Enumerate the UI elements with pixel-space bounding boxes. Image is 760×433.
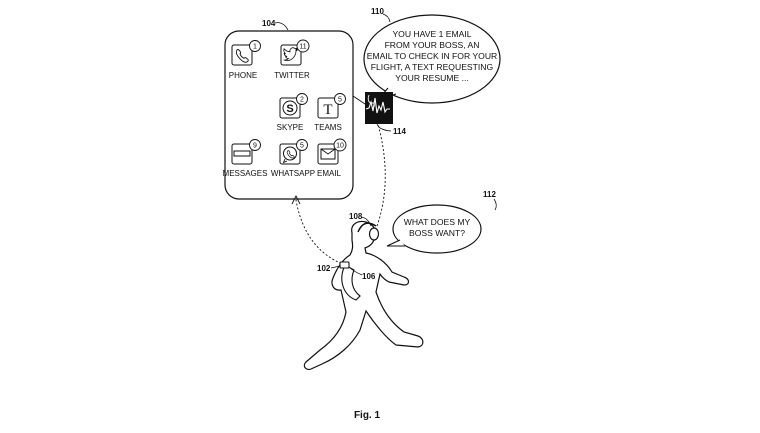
headset-band bbox=[357, 222, 377, 233]
skype-glyph: S bbox=[286, 103, 293, 115]
leader-114 bbox=[376, 123, 392, 132]
teams-badge-count: 5 bbox=[338, 97, 342, 104]
messages-badge bbox=[249, 139, 261, 151]
runner-arm bbox=[341, 264, 361, 301]
assistant-speech-line-5: YOUR RESUME ... bbox=[395, 73, 469, 83]
app-twitter: 11 TWITTER bbox=[274, 39, 310, 80]
phone-label: PHONE bbox=[229, 71, 257, 80]
leader-108 bbox=[360, 216, 372, 227]
messages-badge-count: 9 bbox=[253, 143, 257, 150]
assistant-speech-line-1: YOU HAVE 1 EMAIL bbox=[392, 29, 471, 39]
wrist-device-icon bbox=[339, 261, 350, 269]
assistant-speech-bubble bbox=[363, 14, 501, 104]
phone-tile bbox=[231, 44, 253, 66]
whatsapp-tail bbox=[282, 158, 288, 164]
whatsapp-phone-glyph bbox=[286, 150, 295, 159]
teams-icon: T bbox=[323, 102, 332, 118]
device-panel bbox=[224, 30, 354, 200]
whatsapp-icon bbox=[283, 146, 297, 161]
whatsapp-label: WHATSAPP bbox=[271, 169, 315, 178]
wearable-to-panel-link bbox=[295, 199, 346, 266]
app-phone: 1 PHONE bbox=[229, 40, 261, 80]
twitter-badge-count: 11 bbox=[299, 44, 306, 51]
leader-112 bbox=[493, 198, 497, 211]
messages-tile bbox=[231, 143, 253, 165]
phone-badge-count: 1 bbox=[253, 44, 257, 51]
phone-badge bbox=[249, 40, 261, 52]
email-badge bbox=[333, 138, 347, 152]
assistant-speech-line-4: FLIGHT, A TEXT REQUESTING bbox=[371, 62, 494, 72]
messages-label: MESSAGES bbox=[223, 169, 268, 178]
leader-104 bbox=[274, 22, 289, 31]
skype-badge-count: 2 bbox=[300, 97, 304, 104]
ref-112: 112 bbox=[483, 190, 496, 199]
ref-114: 114 bbox=[393, 127, 406, 136]
leader-110 bbox=[382, 13, 391, 23]
user-bubble-tail bbox=[386, 239, 405, 247]
assistant-speech-line-2: FROM YOUR BOSS, AN bbox=[385, 40, 480, 50]
skype-label: SKYPE bbox=[277, 123, 304, 132]
app-teams: T 5 TEAMS bbox=[314, 93, 346, 132]
app-messages: 9 MESSAGES bbox=[223, 139, 268, 178]
twitter-label: TWITTER bbox=[274, 71, 310, 80]
app-skype: S 2 SKYPE bbox=[277, 93, 308, 132]
skype-icon bbox=[282, 100, 298, 116]
teams-tile bbox=[317, 97, 339, 119]
teams-badge bbox=[334, 93, 346, 105]
bird-icon bbox=[283, 47, 299, 62]
message-icon bbox=[233, 150, 251, 157]
headset-icon bbox=[368, 227, 380, 241]
waveform-connector bbox=[352, 95, 366, 105]
app-email: 10 EMAIL bbox=[317, 138, 347, 178]
runner-silhouette bbox=[303, 220, 424, 371]
ref-106: 106 bbox=[362, 272, 376, 281]
ref-104: 104 bbox=[262, 19, 276, 28]
ref-108: 108 bbox=[349, 212, 363, 221]
email-label: EMAIL bbox=[317, 169, 342, 178]
leader-106 bbox=[349, 267, 363, 276]
mail-flap bbox=[320, 148, 336, 155]
whatsapp-badge bbox=[296, 139, 308, 151]
ref-110: 110 bbox=[371, 7, 384, 16]
figure-caption: Fig. 1 bbox=[354, 410, 381, 421]
leader-102 bbox=[330, 265, 341, 269]
assistant-speech-line-3: EMAIL TO CHECK IN FOR YOUR bbox=[367, 51, 498, 61]
app-whatsapp: 5 WHATSAPP bbox=[271, 139, 315, 178]
phone-icon bbox=[235, 49, 249, 63]
user-speech-line-1: WHAT DOES MY bbox=[404, 217, 471, 227]
user-speech-line-2: BOSS WANT? bbox=[409, 228, 465, 238]
user-speech-bubble bbox=[392, 204, 482, 254]
teams-label: TEAMS bbox=[314, 123, 342, 132]
whatsapp-badge-count: 5 bbox=[300, 143, 304, 150]
skype-badge bbox=[296, 93, 308, 105]
mail-icon bbox=[320, 148, 336, 160]
ref-102: 102 bbox=[317, 264, 331, 273]
email-badge-count: 10 bbox=[336, 143, 344, 150]
link-arrowhead bbox=[291, 194, 301, 205]
twitter-badge bbox=[296, 39, 310, 53]
speaker-face-icon bbox=[367, 94, 375, 109]
headset-to-waveform-link bbox=[376, 123, 386, 227]
